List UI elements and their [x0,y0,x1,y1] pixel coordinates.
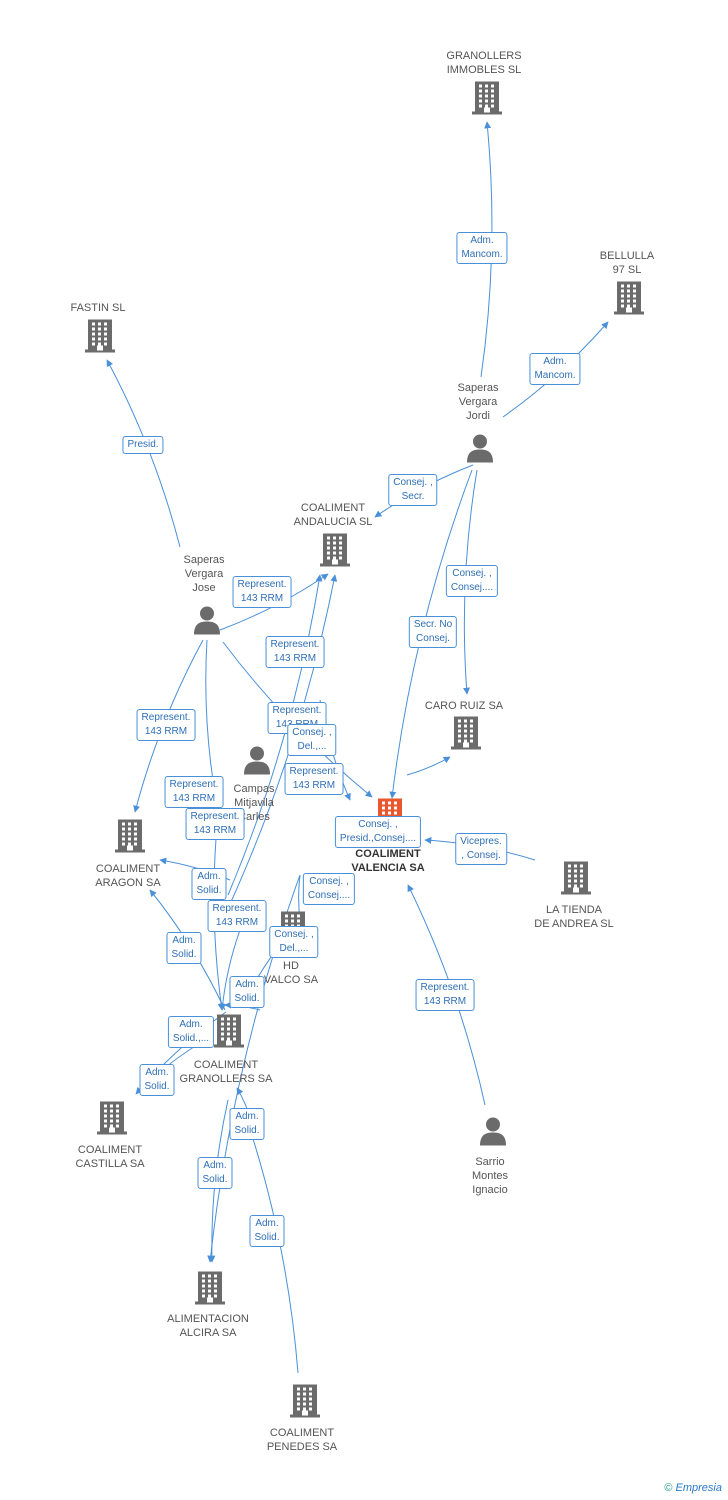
relation-label-r13[interactable]: Represent. 143 RRM [164,776,224,808]
node-label-alimentacion-alcira[interactable]: ALIMENTACION ALCIRA SA [167,1313,249,1339]
node-label-coaliment-aragon[interactable]: COALIMENT ARAGON SA [95,863,161,889]
relation-label-r17[interactable]: Adm. Solid. [191,868,227,900]
building-icon-caro-ruiz[interactable] [451,716,481,755]
brand-logo[interactable]: Empresia [675,1482,722,1494]
node-label-saperas-jose[interactable]: Saperas Vergara Jose [183,554,225,594]
relation-label-r23[interactable]: Represent. 143 RRM [415,979,475,1011]
node-label-sarrio[interactable]: Sarrio Montes Ignacio [471,1156,509,1196]
copyright-symbol: © [664,1482,673,1494]
relation-label-r21[interactable]: Consej. , Del.,... [269,926,319,958]
copyright: © Empresia [664,1482,722,1494]
relation-label-r1[interactable]: Adm. Mancom. [456,232,508,264]
building-icon-alimentacion-alcira[interactable] [195,1271,225,1310]
node-label-hd-valco[interactable]: HD VALCO SA [263,960,319,986]
building-icon-la-tienda[interactable] [561,861,591,900]
relation-label-r18[interactable]: Consej. , Consej.... [302,873,356,905]
edge-line-19 [219,929,241,1011]
relation-label-r22[interactable]: Adm. Solid. [229,976,265,1008]
building-icon-bellulla[interactable] [614,281,644,320]
node-label-coaliment-granollers[interactable]: COALIMENT GRANOLLERS SA [179,1059,273,1085]
person-icon-saperas-jordi[interactable] [465,433,495,468]
relation-label-r7[interactable]: Represent. 143 RRM [265,636,325,668]
relation-label-r11[interactable]: Consej. , Del.,... [287,724,337,756]
node-label-coaliment-valencia[interactable]: COALIMENT VALENCIA SA [351,848,425,874]
relation-label-r12[interactable]: Represent. 143 RRM [284,763,344,795]
relation-label-r5[interactable]: Represent. 143 RRM [232,576,292,608]
relation-label-r28[interactable]: Adm. Solid. [249,1215,285,1247]
relation-label-r27[interactable]: Adm. Solid. [197,1157,233,1189]
relation-label-r4[interactable]: Consej. , Secr. [388,474,438,506]
relation-label-r2[interactable]: Adm. Mancom. [529,353,581,385]
edges-layer [106,121,609,1374]
relation-label-r16[interactable]: Vicepres. , Consej. [455,833,507,865]
node-label-la-tienda[interactable]: LA TIENDA DE ANDREA SL [534,904,614,930]
building-icon-coaliment-castilla[interactable] [97,1101,127,1140]
relation-label-r6[interactable]: Consej. , Consej.... [445,565,499,597]
building-icon-coaliment-penedes[interactable] [290,1384,320,1423]
node-label-caro-ruiz[interactable]: CARO RUIZ SA [424,700,504,712]
relation-label-r15[interactable]: Consej. , Presid.,Consej.... [334,816,422,848]
relation-label-r3[interactable]: Presid. [122,436,164,454]
building-icon-coaliment-aragon[interactable] [115,819,145,858]
relation-label-r9[interactable]: Represent. 143 RRM [136,709,196,741]
relation-label-r25[interactable]: Adm. Solid. [139,1064,175,1096]
person-icon-campas[interactable] [242,745,272,780]
relation-label-r19[interactable]: Represent. 143 RRM [207,900,267,932]
relation-label-r8[interactable]: Secr. No Consej. [408,616,458,648]
person-icon-sarrio[interactable] [478,1116,508,1151]
person-icon-saperas-jose[interactable] [192,605,222,640]
node-label-fastin[interactable]: FASTIN SL [70,302,126,314]
node-label-coaliment-penedes[interactable]: COALIMENT PENEDES SA [266,1427,338,1453]
building-icon-coaliment-andalucia[interactable] [320,533,350,572]
node-label-granollers-immobles[interactable]: GRANOLLERS IMMOBLES SL [446,50,522,76]
relation-label-r14[interactable]: Represent. 143 RRM [185,808,245,840]
edge-line-14 [227,574,323,896]
relation-label-r24[interactable]: Adm. Solid.,... [167,1016,215,1048]
node-label-campas[interactable]: Campas Mitjavila Carles [233,783,275,823]
relation-label-r26[interactable]: Adm. Solid. [229,1108,265,1140]
node-label-saperas-jordi[interactable]: Saperas Vergara Jordi [457,382,499,422]
relation-label-r20[interactable]: Adm. Solid. [166,932,202,964]
node-label-coaliment-andalucia[interactable]: COALIMENT ANDALUCIA SL [293,502,373,528]
building-icon-fastin[interactable] [85,319,115,358]
edge-line-18 [406,756,451,776]
node-label-bellulla[interactable]: BELLULLA 97 SL [599,250,655,276]
building-icon-granollers-immobles[interactable] [472,81,502,120]
node-label-coaliment-castilla[interactable]: COALIMENT CASTILLA SA [75,1144,145,1170]
building-icon-coaliment-granollers[interactable] [214,1014,244,1053]
